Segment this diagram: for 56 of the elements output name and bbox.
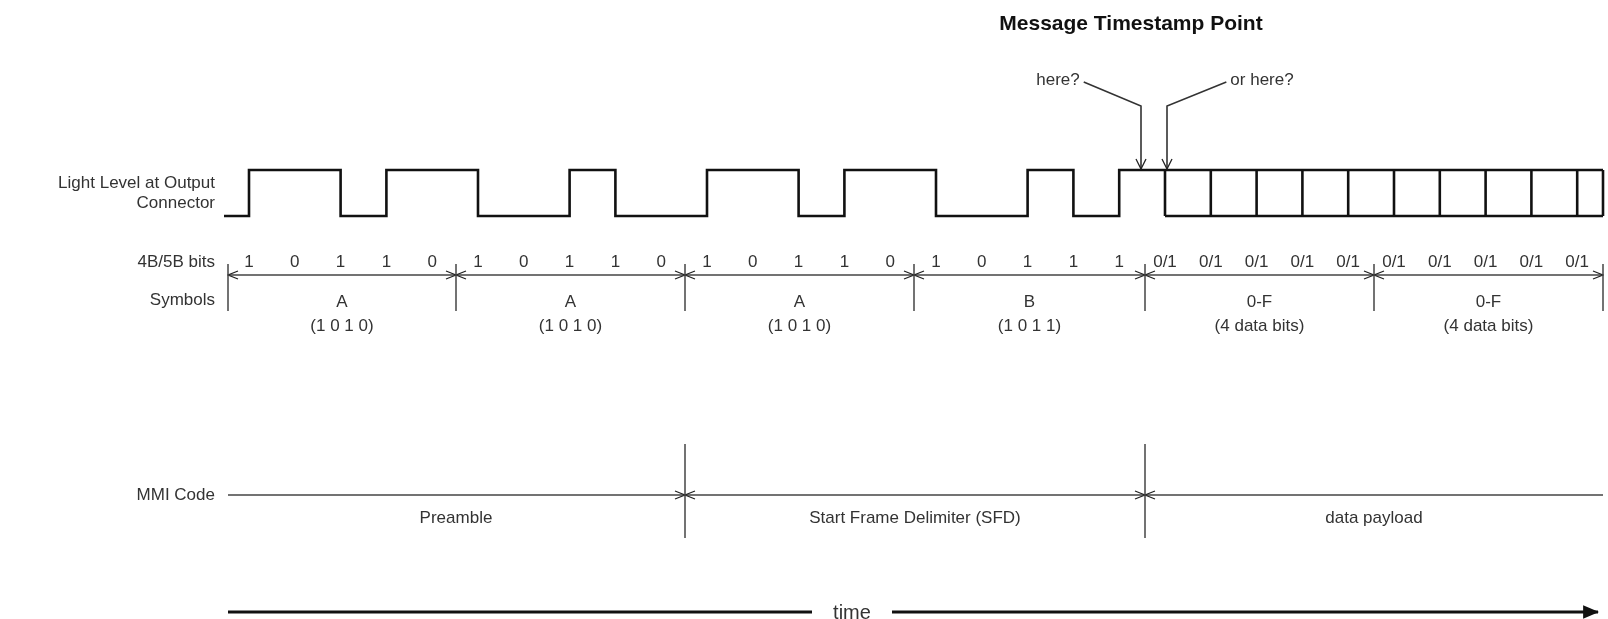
bit-value: 0 (748, 252, 758, 272)
bit-value: 0 (519, 252, 529, 272)
symbol-name: A (564, 292, 577, 312)
bit-value: 1 (610, 252, 621, 272)
bit-value: 0/1 (1244, 252, 1269, 272)
bit-value: 0/1 (1428, 252, 1452, 272)
bit-value: 1 (702, 252, 712, 272)
symbol-bits: (4 data bits) (1214, 316, 1305, 336)
callout-text: here? (1036, 70, 1080, 90)
symbol-bits: (4 data bits) (1443, 316, 1534, 336)
bit-value: 1 (381, 252, 392, 272)
leader-arrow (1082, 81, 1147, 170)
waveform-drawing (224, 168, 1605, 218)
bit-value: 1 (1022, 252, 1033, 272)
row-label: MMI Code (135, 485, 215, 505)
bit-value: 1 (473, 252, 483, 272)
callout-text: or here? (1230, 70, 1294, 90)
row-label: 4B/5B bits (136, 252, 215, 272)
symbol-name: 0-F (1475, 292, 1502, 312)
bit-value: 0/1 (1473, 252, 1498, 272)
bit-value: 0/1 (1290, 252, 1315, 272)
symbol-name: A (793, 292, 806, 312)
bit-value: 0/1 (1519, 252, 1544, 272)
bit-value: 0/1 (1382, 252, 1406, 272)
symbol-name: 0-F (1246, 292, 1273, 312)
symbol-bits: (1 0 1 1) (997, 316, 1062, 336)
bit-value: 1 (1114, 252, 1124, 272)
symbol-bits: (1 0 1 0) (538, 316, 603, 336)
symbol-bits: (1 0 1 0) (767, 316, 832, 336)
axis-label: time (833, 602, 871, 619)
bit-value: 0 (977, 252, 987, 272)
bit-value: 1 (931, 252, 941, 272)
bit-value: 0/1 (1565, 252, 1589, 272)
bit-value: 1 (1068, 252, 1079, 272)
bit-value: 1 (839, 252, 850, 272)
segment-label: Start Frame Delimiter (SFD) (809, 508, 1021, 528)
row-label: Symbols (148, 290, 215, 310)
leader-arrow (1161, 81, 1228, 170)
bit-value: 1 (335, 252, 346, 272)
bit-value: 0 (290, 252, 300, 272)
heading: Message Timestamp Point (999, 11, 1263, 35)
bit-value: 1 (564, 252, 575, 272)
bit-value: 0/1 (1153, 252, 1177, 272)
bit-value: 0 (427, 252, 437, 272)
bit-value: 0 (885, 252, 895, 272)
bit-value: 0 (656, 252, 666, 272)
row-label: Light Level at Output Connector (57, 173, 215, 213)
bit-value: 1 (244, 252, 254, 272)
segment-label: data payload (1325, 508, 1423, 528)
bit-value: 0/1 (1199, 252, 1223, 272)
symbol-name: A (336, 292, 348, 312)
bit-value: 1 (793, 252, 804, 272)
bit-value: 0/1 (1336, 252, 1360, 272)
symbol-name: B (1023, 292, 1036, 312)
symbol-bits: (1 0 1 0) (310, 316, 374, 336)
segment-label: Preamble (419, 508, 493, 528)
